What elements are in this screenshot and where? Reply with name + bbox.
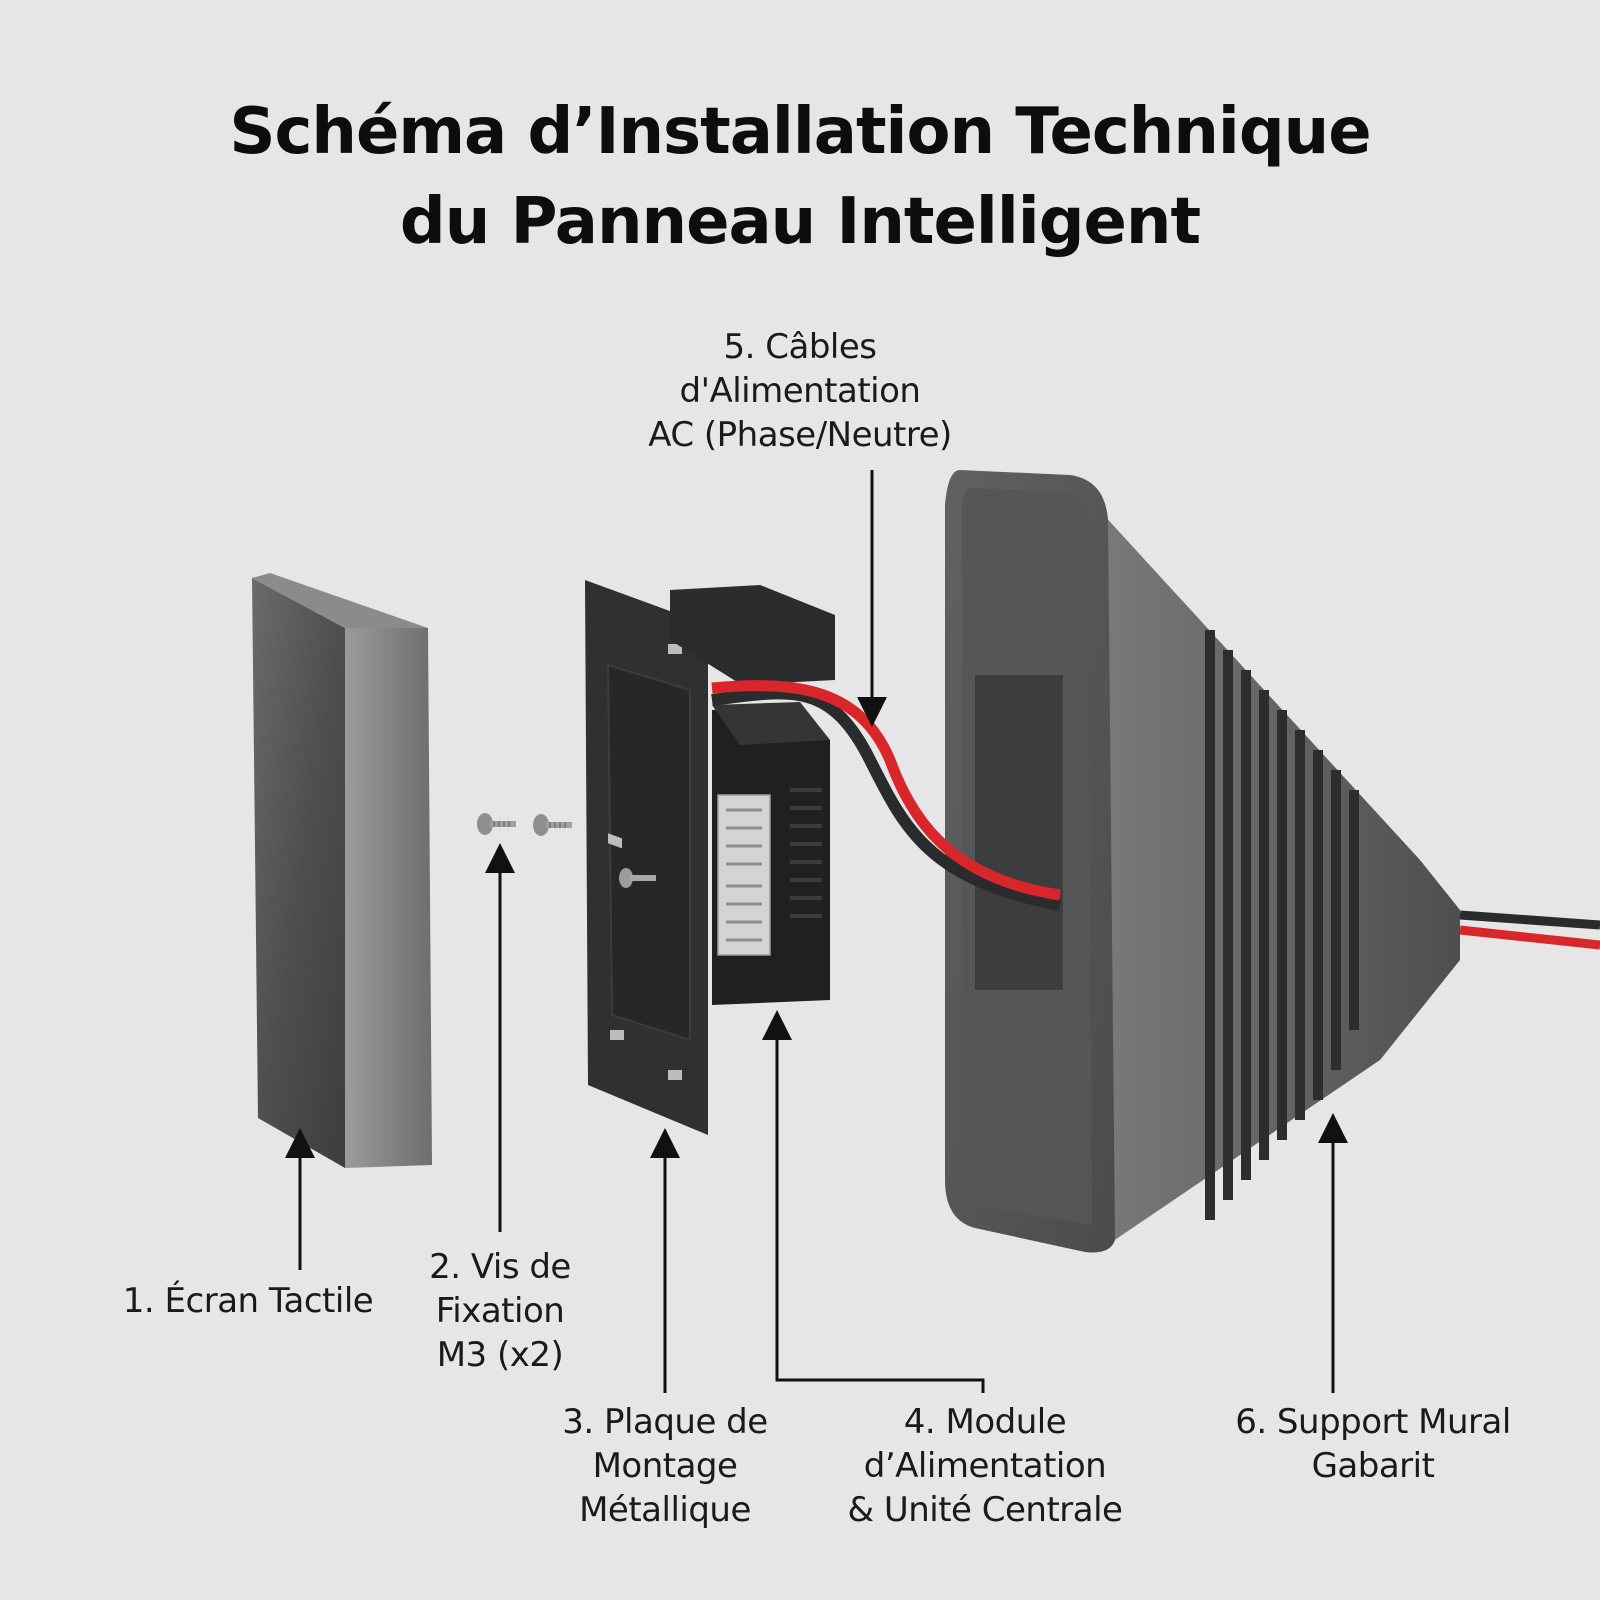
label-touch-screen: 1. Écran Tactile xyxy=(122,1281,374,1321)
label-wall-bracket: 6. Support Mural Gabarit xyxy=(1235,1402,1511,1486)
touch-screen-side-edge xyxy=(345,628,432,1168)
wall-bracket-part xyxy=(945,470,1600,1253)
label-mounting-plate: 3. Plaque de Montage Métallique xyxy=(562,1402,768,1530)
power-module-part xyxy=(670,585,835,1005)
diagram-title-line-1: Schéma d’Installation Technique xyxy=(229,95,1371,169)
screw-1 xyxy=(477,813,516,835)
bracket-cone xyxy=(1090,500,1460,1250)
m3-screws-part xyxy=(477,813,572,836)
touch-screen-top-edge xyxy=(252,573,428,628)
label-ac-cables: 5. Câbles d'Alimentation AC (Phase/Neutr… xyxy=(648,327,952,455)
bracket-vents xyxy=(1205,630,1359,1220)
label-screws: 2. Vis de Fixation M3 (x2) xyxy=(429,1247,571,1375)
screw-2 xyxy=(533,814,572,836)
bracket-opening xyxy=(975,675,1063,990)
module-top-clip xyxy=(670,585,835,685)
plate-screw xyxy=(619,868,656,888)
label-power-module: 4. Module d’Alimentation & Unité Central… xyxy=(847,1402,1123,1530)
touch-screen-face xyxy=(252,578,345,1168)
diagram-title-line-2: du Panneau Intelligent xyxy=(399,185,1201,259)
cable-phase-red xyxy=(711,680,1061,901)
cable-exit-red xyxy=(1459,925,1600,950)
ac-cables-part xyxy=(711,680,1062,911)
cable-exit-black xyxy=(1459,910,1600,930)
cable-neutral-black xyxy=(711,687,1062,911)
mounting-plate-part xyxy=(585,580,708,1135)
terminal-block xyxy=(717,794,771,956)
leader-lines xyxy=(285,470,1348,1393)
touch-screen-part xyxy=(252,573,432,1168)
leader-module xyxy=(762,1010,985,1393)
